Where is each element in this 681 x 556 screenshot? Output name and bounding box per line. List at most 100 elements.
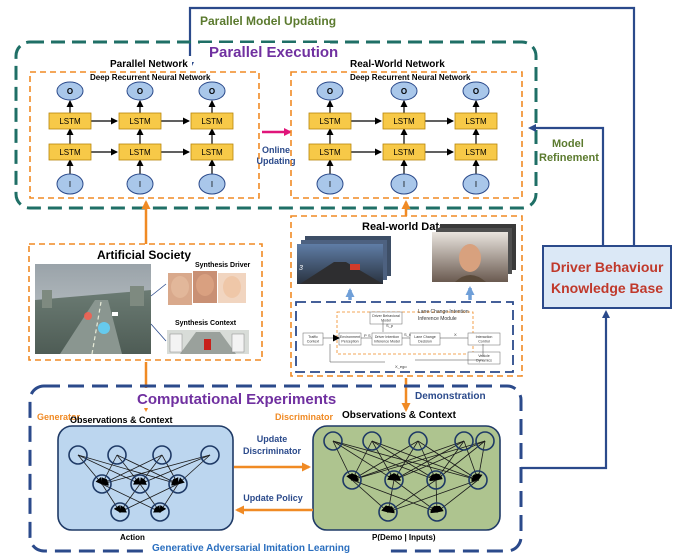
rw-output-node-label: O <box>401 87 407 96</box>
disc-edge <box>435 440 486 481</box>
generator-network: Observations & Context Action <box>57 415 234 542</box>
rw-input-node-label: I <box>403 180 405 189</box>
driver-camera-frames <box>432 224 516 282</box>
gen-edge <box>116 454 179 485</box>
module-block-label: Dynamics <box>476 359 492 363</box>
artificial-society: Artificial Society Synthesis Driver Synt… <box>28 243 263 361</box>
update-policy-label: Update Policy <box>243 493 303 503</box>
pn-lstm-cell-label: LSTM <box>129 117 151 126</box>
parallel-updating-label: Parallel Model Updating <box>200 14 336 28</box>
online-updating: Online Updating <box>257 128 296 166</box>
gen-edge <box>139 483 161 513</box>
lane-change-intention-module: Lane Change Intention Inference Module D… <box>295 301 514 373</box>
society-to-context-connector <box>150 323 167 342</box>
rw-output-node <box>316 81 344 101</box>
parallel-execution-title: Parallel Execution <box>209 44 338 61</box>
disc-neuron <box>426 470 446 490</box>
rw-lstm-cell <box>382 112 426 130</box>
online-updating-label-2: Updating <box>257 156 296 166</box>
demonstration-label: Demonstration <box>415 391 486 402</box>
module-block <box>409 332 441 346</box>
module-signal-x: X <box>454 332 457 337</box>
rw-output-node-label: O <box>473 87 479 96</box>
discriminator-label: Discriminator <box>275 412 334 422</box>
module-block <box>302 332 324 346</box>
rw-output-node <box>462 81 490 101</box>
real-world-data: Real-world Data 3 Lane Change Intention … <box>290 215 523 377</box>
road-frame-number: 3 <box>299 265 303 272</box>
society-to-driver-connector <box>150 283 167 297</box>
gen-edge <box>77 454 103 485</box>
disc-edge <box>332 440 479 482</box>
disc-edge <box>393 440 419 481</box>
rw-lstm-cell-label: LSTM <box>465 148 487 157</box>
real-world-network-subtitle: Deep Recurrent Neural Network <box>350 73 471 82</box>
model-refinement: Model Refinement <box>528 124 605 246</box>
rw-input-node-label: I <box>475 180 477 189</box>
disc-neuron <box>362 431 382 451</box>
disc-edge <box>417 440 479 481</box>
rw-output-node-label: O <box>327 87 333 96</box>
model-refinement-label-2: Refinement <box>539 152 599 164</box>
disc-edge <box>393 440 465 481</box>
module-block-label: Vehicle <box>478 354 490 358</box>
module-signal-xego: X_ego <box>395 364 407 369</box>
module-block-label: Decision <box>418 340 432 344</box>
model-refinement-label-1: Model <box>552 138 584 150</box>
generator-label: Generator <box>37 412 81 422</box>
disc-edge <box>351 479 389 513</box>
disc-neuron <box>427 502 447 522</box>
discriminator-network: Observations & Context P(Demo | Inputs) <box>312 410 501 542</box>
rw-lstm-cell-label: LSTM <box>319 117 341 126</box>
experiments-to-knowledge-base-arrow <box>521 310 610 470</box>
module-block-label: Model <box>381 319 391 323</box>
pn-lstm-cell-label: LSTM <box>59 148 81 157</box>
gen-edge <box>161 454 179 485</box>
module-block-label: Traffic <box>308 335 318 339</box>
disc-neuron <box>454 431 474 451</box>
disc-edge <box>387 479 479 514</box>
parallel-model-updating-loop: Parallel Model Updating <box>186 6 636 246</box>
rw-input-node-label: I <box>329 180 331 189</box>
synthesis-driver-faces: Synthesis Driver <box>168 262 251 305</box>
disc-edge <box>371 440 479 482</box>
parallel-network: Parallel Network Deep Recurrent Neural N… <box>29 56 260 199</box>
knowledge-base-line-2: Knowledge Base <box>551 280 663 296</box>
pn-lstm-cell <box>48 112 92 130</box>
gen-neuron <box>150 502 170 522</box>
rw-lstm-cell-label: LSTM <box>393 117 415 126</box>
pn-output-node <box>126 81 154 101</box>
module-block-label: Context <box>307 340 319 344</box>
synthesis-context: Synthesis Context <box>167 320 249 354</box>
gen-neuron <box>200 445 220 465</box>
gen-edge <box>101 483 161 513</box>
module-block-label: Driver Behavioral <box>372 314 400 318</box>
pn-output-node-label: O <box>137 87 143 96</box>
gen-neuron <box>92 474 112 494</box>
disc-edge <box>332 440 395 481</box>
gen-edge <box>101 454 211 486</box>
gen-edge <box>77 454 141 485</box>
module-block-label: Environment <box>340 335 360 339</box>
gail-label: Generative Adversarial Imitation Learnin… <box>152 543 350 554</box>
pn-lstm-cell <box>48 143 92 161</box>
pn-output-node-label: O <box>209 87 215 96</box>
pn-output-node <box>56 81 84 101</box>
gen-neuron <box>168 474 188 494</box>
module-signal-sx: S_x <box>404 332 411 337</box>
pn-lstm-cell-label: LSTM <box>59 117 81 126</box>
generator-input-label: Observations & Context <box>70 415 173 425</box>
knowledge-base-line-1: Driver Behaviour <box>551 259 664 275</box>
online-updating-label-1: Online <box>262 145 290 155</box>
generator-output-label: Action <box>120 533 145 542</box>
rw-lstm-cell <box>382 143 426 161</box>
gen-edge <box>101 454 163 485</box>
disc-edge <box>417 440 437 481</box>
pn-lstm-cell <box>118 143 162 161</box>
real-world-data-title: Real-world Data <box>362 221 446 233</box>
pn-input-node-label: I <box>211 180 213 189</box>
gen-edge <box>139 454 211 485</box>
